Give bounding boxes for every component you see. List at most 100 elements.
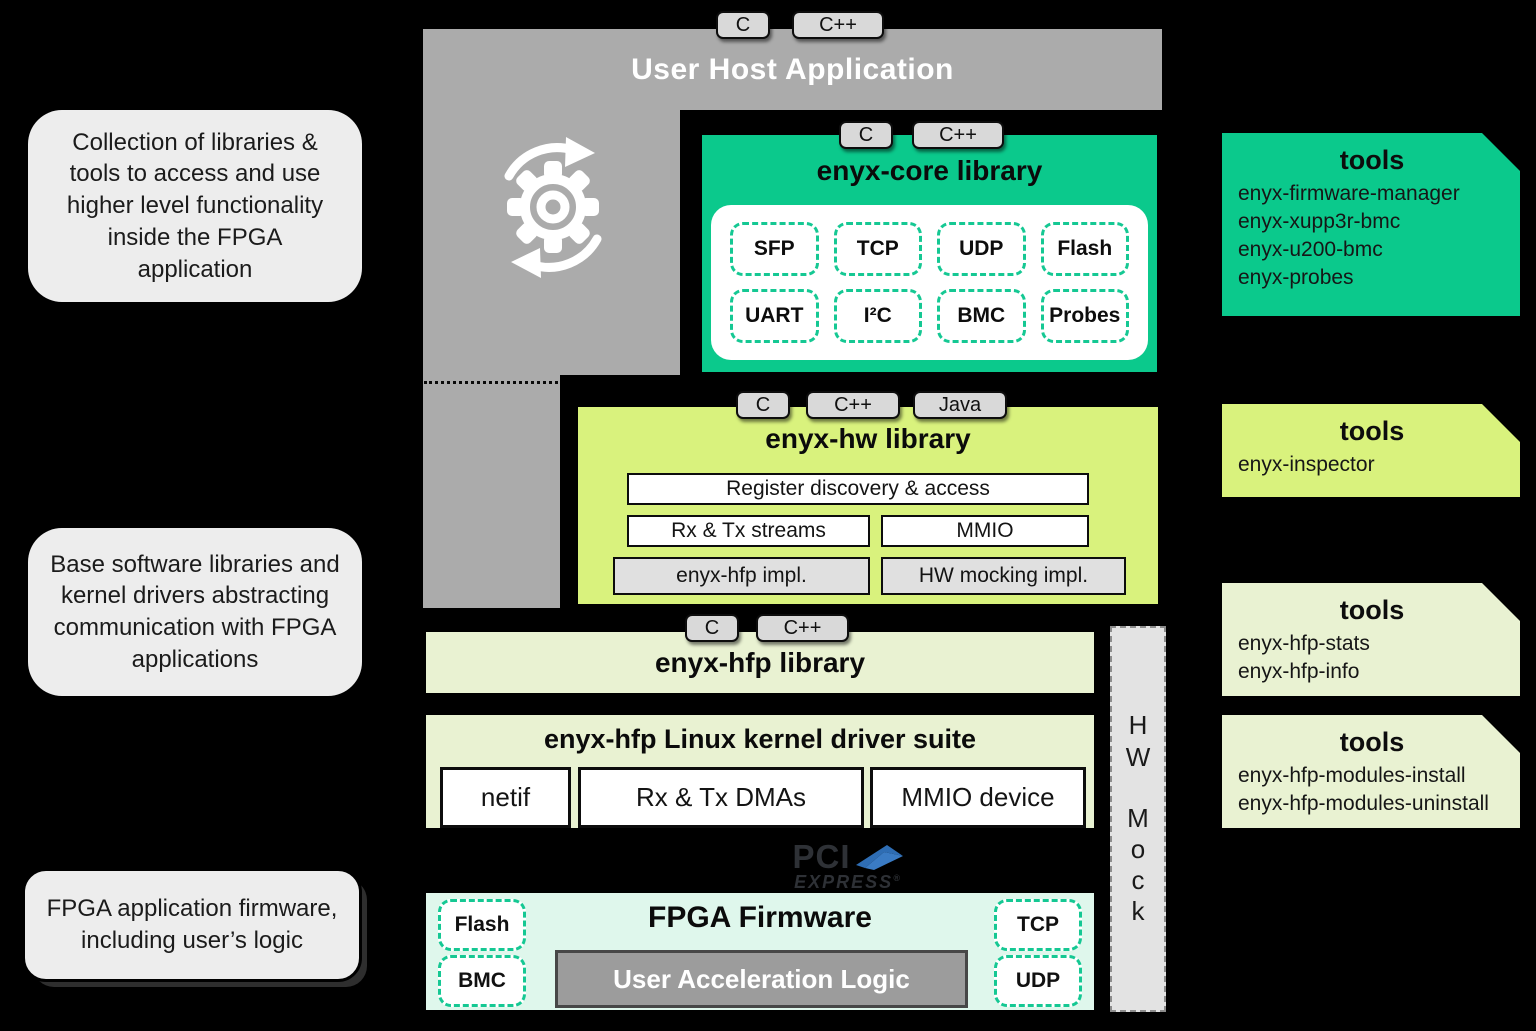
chip-label: I²C (863, 304, 892, 327)
hw-mock-letter: M (1127, 802, 1149, 833)
chip-label: UDP (959, 237, 1004, 260)
user-host-region-lower (423, 374, 560, 608)
lang-tag-cpp: C++ (806, 391, 900, 419)
chip-label: SFP (753, 237, 795, 260)
tools-item: enyx-hfp-stats (1238, 632, 1370, 655)
chip-flash: Flash (1040, 222, 1129, 276)
enyx-hw-library-title: enyx-hw library (765, 423, 971, 454)
hw-rx-tx-streams-box: Rx & Tx streams (627, 515, 870, 547)
hw-inner-label: MMIO (956, 519, 1014, 542)
tools-item: enyx-hfp-modules-uninstall (1238, 791, 1489, 815)
lang-tag-c: C (736, 391, 790, 419)
callout-libraries-tools: Collection of libraries & tools to acces… (28, 110, 362, 302)
tools-title: tools (1339, 416, 1405, 446)
hw-inner-label: HW mocking impl. (918, 564, 1089, 587)
tools-box-core: tools enyx-firmware-manager enyx-xupp3r-… (1222, 133, 1520, 316)
chip-label: Flash (454, 913, 510, 936)
hw-inner-label: Register discovery & access (726, 477, 990, 500)
hw-mock-letter: o (1130, 834, 1146, 864)
hw-mock-letter: k (1131, 896, 1145, 927)
core-feature-panel: SFP TCP UDP Flash UART I²C BMC Probes (711, 205, 1148, 360)
chip-i2c: I²C (833, 289, 922, 343)
tools-item: enyx-firmware-manager (1238, 182, 1460, 205)
lang-tag-c: C (716, 11, 770, 39)
pci-express-text: EXPRESS (794, 872, 894, 892)
enyx-core-library-title: enyx-core library (816, 155, 1043, 186)
chip-label: TCP (856, 237, 899, 260)
kernel-module-label: MMIO device (901, 782, 1055, 812)
hw-mock-bar: H W M o c k (1110, 626, 1166, 1012)
chip-label: UDP (1015, 969, 1061, 992)
chip-tcp: TCP (833, 222, 922, 276)
chip-label: BMC (458, 969, 506, 992)
kernel-module-label: netif (480, 782, 531, 812)
enyx-core-library-box: enyx-core library SFP TCP UDP Flash UART… (697, 130, 1162, 377)
chip-row: SFP TCP UDP Flash (730, 222, 1129, 276)
tools-title: tools (1339, 145, 1405, 175)
hw-register-discovery-box: Register discovery & access (627, 473, 1089, 505)
tools-box-hfp: tools enyx-hfp-stats enyx-hfp-info (1222, 583, 1520, 696)
lang-tag-cpp: C++ (792, 11, 884, 39)
tools-item: enyx-hfp-modules-install (1238, 764, 1466, 787)
chip-label: Flash (1057, 237, 1113, 260)
chip-probes: Probes (1040, 289, 1129, 343)
callout-text: Base software libraries and kernel drive… (50, 550, 340, 673)
tools-box-hw: tools enyx-inspector (1222, 404, 1520, 497)
hw-mmio-box: MMIO (881, 515, 1089, 547)
lang-tag-cpp: C++ (756, 614, 849, 642)
hw-mocking-impl-box: HW mocking impl. (881, 557, 1126, 595)
lang-tag-label: C (704, 616, 720, 639)
lang-tag-label: C (735, 13, 751, 36)
pci-express-arrow-icon (855, 844, 903, 870)
chip-bmc: BMC (438, 955, 526, 1007)
lang-tag-label: C++ (939, 123, 977, 146)
hw-hfp-impl-box: enyx-hfp impl. (613, 557, 870, 595)
hw-mock-letter: c (1131, 865, 1145, 896)
chip-label: UART (745, 304, 804, 327)
lang-tag-label: C++ (819, 13, 857, 36)
lang-tag-c: C (839, 121, 893, 149)
user-host-title: User Host Application (631, 52, 954, 86)
callout-base-software: Base software libraries and kernel drive… (28, 528, 362, 696)
lang-tag-label: Java (938, 393, 982, 416)
chip-label: BMC (957, 304, 1006, 327)
chip-tcp: TCP (994, 899, 1082, 951)
user-host-application-box: User Host Application (423, 29, 1162, 110)
chip-label: TCP (1017, 913, 1059, 936)
callout-text: FPGA application firmware, including use… (46, 895, 338, 954)
enyx-hfp-library-title: enyx-hfp library (654, 646, 866, 678)
pci-express-logo: PCI EXPRESS® (763, 840, 933, 891)
hw-inner-label: enyx-hfp impl. (676, 564, 807, 587)
lang-tag-label: C++ (834, 393, 872, 416)
hw-inner-label: Rx & Tx streams (671, 519, 826, 542)
fpga-firmware-title: FPGA Firmware (648, 901, 872, 934)
lang-tag-cpp: C++ (912, 121, 1004, 149)
chip-udp: UDP (937, 222, 1026, 276)
chip-flash: Flash (438, 899, 526, 951)
tools-item: enyx-u200-bmc (1238, 237, 1383, 261)
tools-box-hfp-modules: tools enyx-hfp-modules-install enyx-hfp-… (1222, 715, 1520, 828)
chip-sfp: SFP (730, 222, 819, 276)
tools-item: enyx-inspector (1238, 453, 1375, 476)
tools-item: enyx-xupp3r-bmc (1238, 209, 1401, 233)
user-acceleration-logic-label: User Acceleration Logic (613, 963, 910, 994)
gear-sync-icon (504, 137, 602, 278)
pci-logo-bottom: EXPRESS® (794, 873, 902, 891)
callout-fpga-firmware: FPGA application firmware, including use… (22, 868, 362, 982)
chip-uart: UART (730, 289, 819, 343)
kernel-module-mmio-device: MMIO device (870, 767, 1086, 828)
fpga-firmware-box: FPGA Firmware Flash BMC TCP UDP User Acc… (423, 890, 1097, 1013)
tools-title: tools (1339, 595, 1405, 625)
lang-tag-java: Java (913, 391, 1007, 419)
tools-item: enyx-hfp-info (1238, 659, 1360, 683)
lang-tag-c: C (685, 614, 739, 642)
pci-logo-top: PCI (792, 840, 903, 873)
kernel-module-netif: netif (440, 767, 571, 828)
lang-tag-label: C (755, 393, 771, 416)
chip-bmc: BMC (937, 289, 1026, 343)
registered-mark: ® (893, 873, 902, 883)
hw-mock-letter: H (1128, 710, 1148, 741)
chip-udp: UDP (994, 955, 1082, 1007)
boundary-dotted-line (424, 381, 558, 384)
